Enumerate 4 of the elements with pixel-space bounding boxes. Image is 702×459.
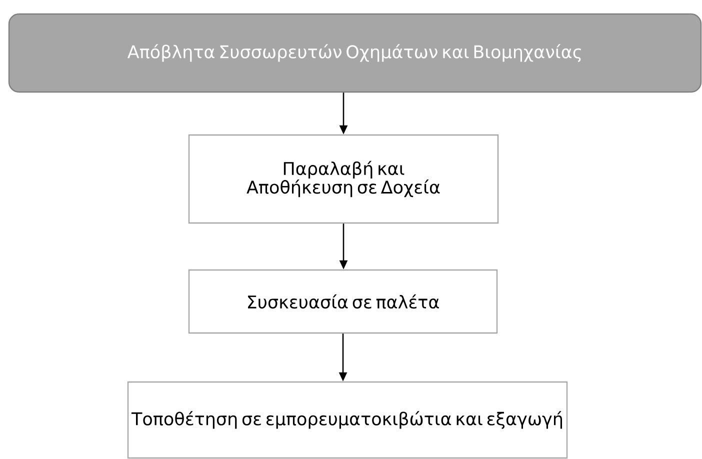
process-box: Τοποθέτηση σε εμπορευματοκιβώτια και εξαγωγή <box>127 381 568 459</box>
process-box: Παραλαβή και Αποθήκευση σε Δοχεία <box>188 134 499 224</box>
header-box: Απόβλητα Συσσωρευτών Οχημάτων και Βιομηχανίας <box>8 13 702 93</box>
process-box: Συσκευασία σε παλέτα <box>188 269 498 334</box>
